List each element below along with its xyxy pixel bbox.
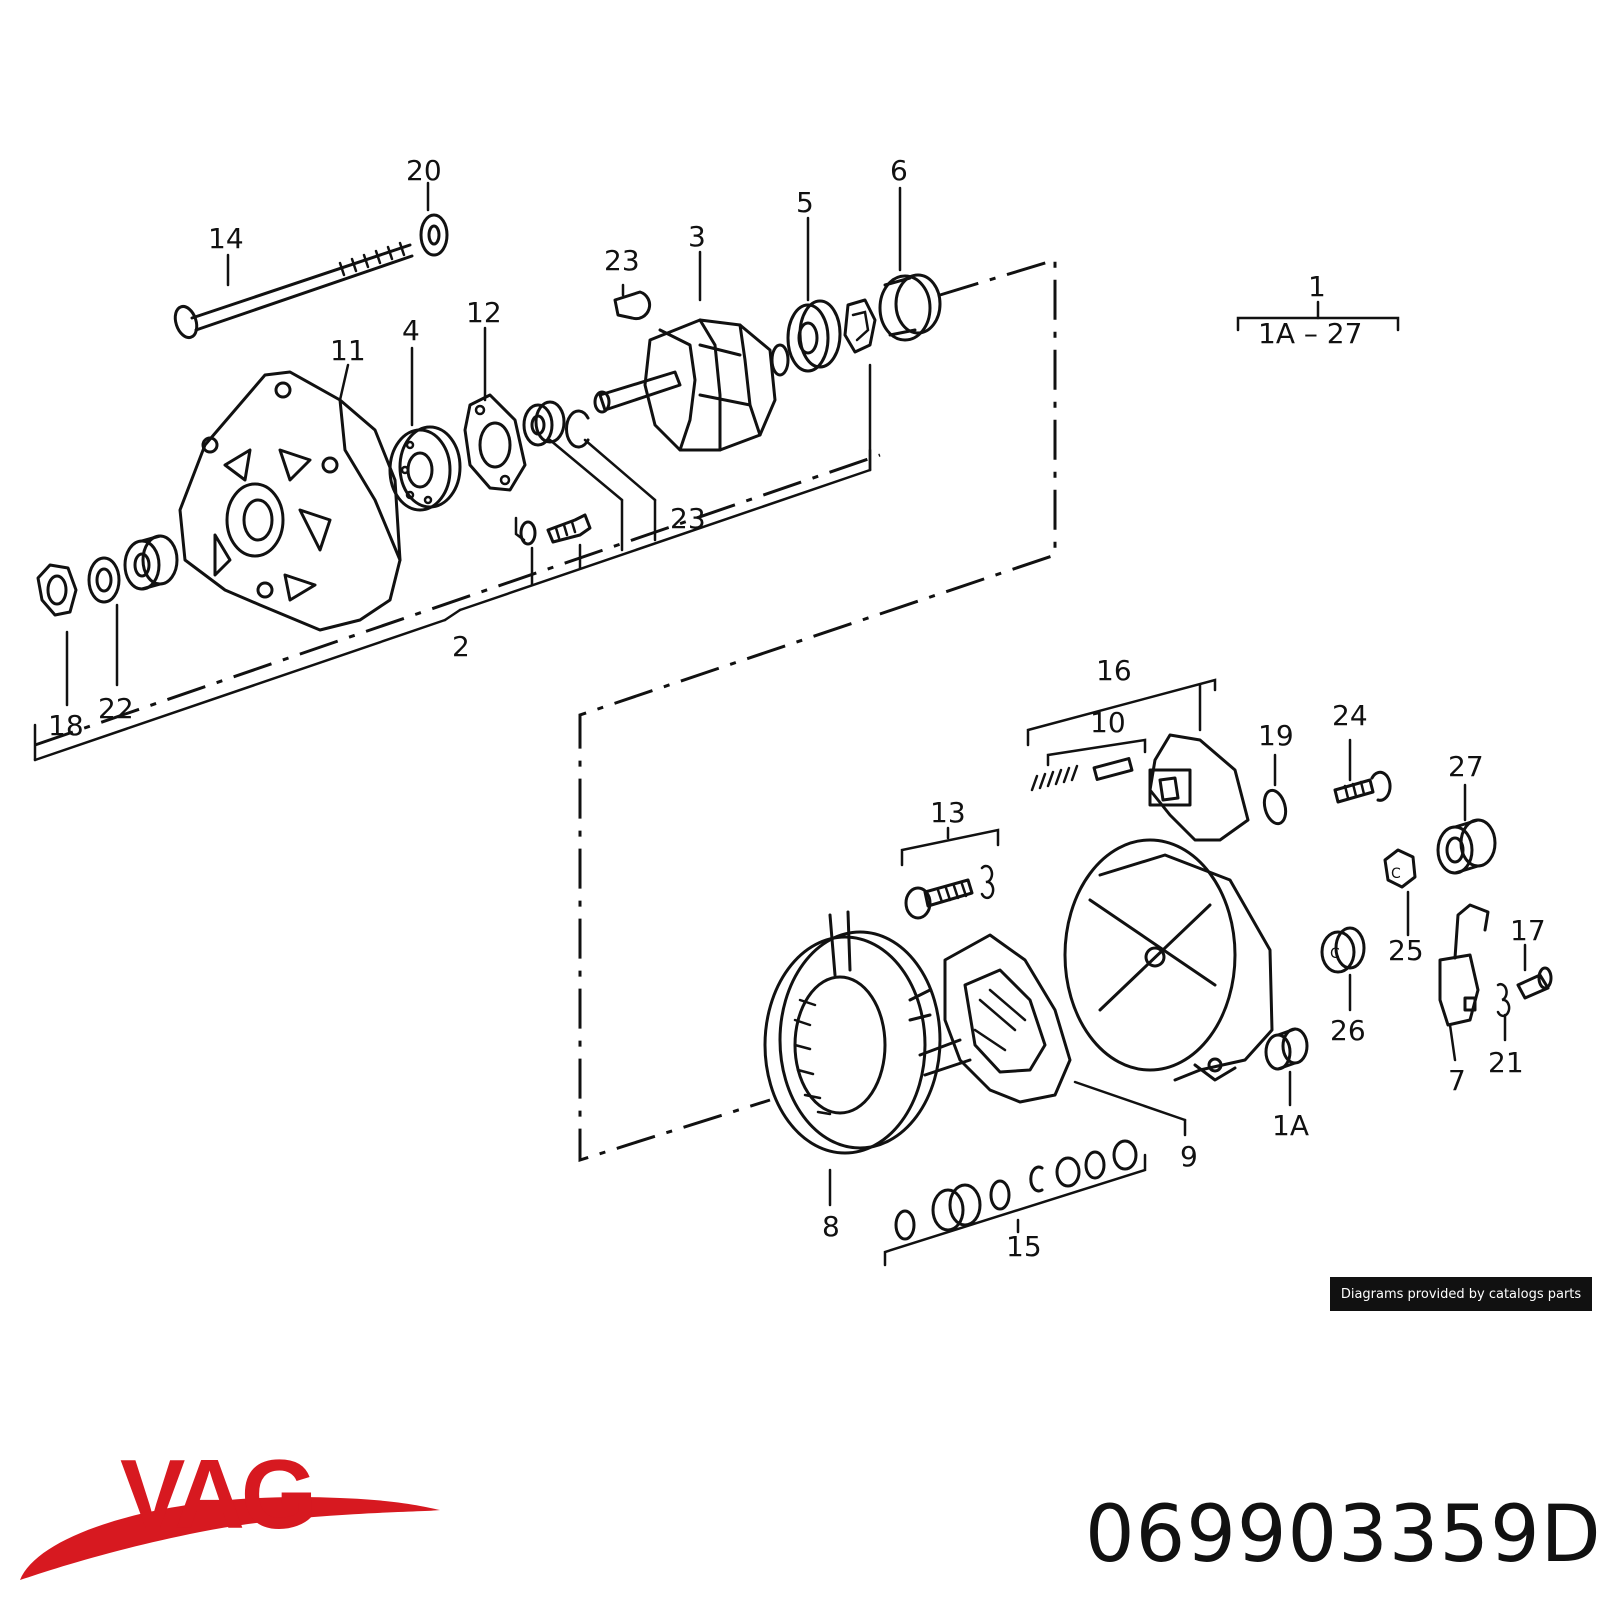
label-14: 14 xyxy=(208,222,244,255)
part-25-nut: C xyxy=(1383,848,1417,889)
part-4-ball-bearing xyxy=(388,425,462,512)
part-seal-ring xyxy=(843,298,877,354)
label-13: 13 xyxy=(930,796,966,829)
logo-swoosh xyxy=(20,1496,440,1580)
part-23-circlip xyxy=(565,409,590,449)
part-22-spring-washer xyxy=(87,556,121,604)
part-spacer-sleeve xyxy=(123,534,179,591)
label-7: 7 xyxy=(1448,1064,1466,1097)
part-23-key xyxy=(613,290,652,321)
label-9: 9 xyxy=(1180,1140,1198,1173)
part-18-nut xyxy=(36,563,78,617)
label-8: 8 xyxy=(822,1210,840,1243)
watermark-banner: Diagrams provided by catalogs parts xyxy=(1330,1277,1592,1311)
label-26: 26 xyxy=(1330,1014,1366,1047)
part-number: 069903359D xyxy=(1085,1490,1600,1580)
label-2: 2 xyxy=(452,630,470,663)
assembly-frame-lines xyxy=(33,257,1057,1163)
callout-labels: 1 1A – 27 2 3 4 5 6 7 8 9 10 11 12 13 14… xyxy=(48,154,1546,1263)
part-12-retaining-plate xyxy=(463,393,527,492)
part-5-bearing xyxy=(786,299,842,373)
label-20: 20 xyxy=(406,154,442,187)
group-brackets xyxy=(883,300,1400,1267)
svg-text:C: C xyxy=(1391,866,1401,882)
leader-lines xyxy=(65,181,1527,1207)
vag-logo: VAG xyxy=(20,1440,440,1580)
label-16: 16 xyxy=(1096,654,1132,687)
label-15: 15 xyxy=(1006,1230,1042,1263)
part-24-screw xyxy=(1333,770,1392,804)
label-23a: 23 xyxy=(604,244,640,277)
label-1: 1 xyxy=(1308,270,1326,303)
svg-text:C: C xyxy=(1330,946,1340,962)
label-24: 24 xyxy=(1332,699,1368,732)
part-9-rectifier xyxy=(918,933,1072,1104)
part-14-long-bolt xyxy=(173,241,414,340)
part-26-nut: C xyxy=(1320,926,1366,974)
part-6-bearing-cap xyxy=(878,273,942,342)
part-16-voltage-regulator xyxy=(1148,733,1250,842)
label-17: 17 xyxy=(1510,914,1546,947)
part-11-drive-end-housing xyxy=(178,370,402,632)
part-10-carbon-brush-spring xyxy=(1030,757,1134,792)
label-25: 25 xyxy=(1388,934,1424,967)
label-18: 18 xyxy=(48,709,84,742)
label-21: 21 xyxy=(1488,1046,1524,1079)
label-1-range: 1A – 27 xyxy=(1258,317,1362,350)
logo-text: VAG xyxy=(120,1440,313,1549)
label-27: 27 xyxy=(1448,750,1484,783)
label-4: 4 xyxy=(402,314,420,347)
label-10: 10 xyxy=(1090,706,1126,739)
part-19-o-ring xyxy=(1262,788,1288,826)
alternator-exploded-diagram: C C xyxy=(33,154,1553,1267)
part-small-lock-washer xyxy=(514,516,537,546)
part-3-rotor xyxy=(593,318,790,452)
part-1A-bushing xyxy=(1264,1027,1309,1071)
part-rear-housing xyxy=(1063,838,1274,1082)
label-5: 5 xyxy=(796,186,814,219)
label-22: 22 xyxy=(98,692,134,725)
label-23b: 23 xyxy=(670,502,706,535)
label-12: 12 xyxy=(466,296,502,329)
part-small-screw xyxy=(546,513,592,544)
part-13-screw-set xyxy=(904,864,995,920)
label-19: 19 xyxy=(1258,719,1294,752)
part-20-washer xyxy=(419,213,449,257)
part-15-insulating-parts xyxy=(894,1139,1138,1241)
label-1A: 1A xyxy=(1272,1109,1309,1142)
part-7-suppression-capacitor xyxy=(1438,903,1490,1027)
part-8-stator xyxy=(763,910,942,1155)
part-spacer-ring xyxy=(522,400,566,447)
label-11: 11 xyxy=(330,334,366,367)
part-21-lock-washer xyxy=(1496,983,1511,1018)
label-6: 6 xyxy=(890,154,908,187)
part-27-bushing xyxy=(1436,818,1497,875)
part-17-screw xyxy=(1516,966,1553,1000)
label-3: 3 xyxy=(688,220,706,253)
